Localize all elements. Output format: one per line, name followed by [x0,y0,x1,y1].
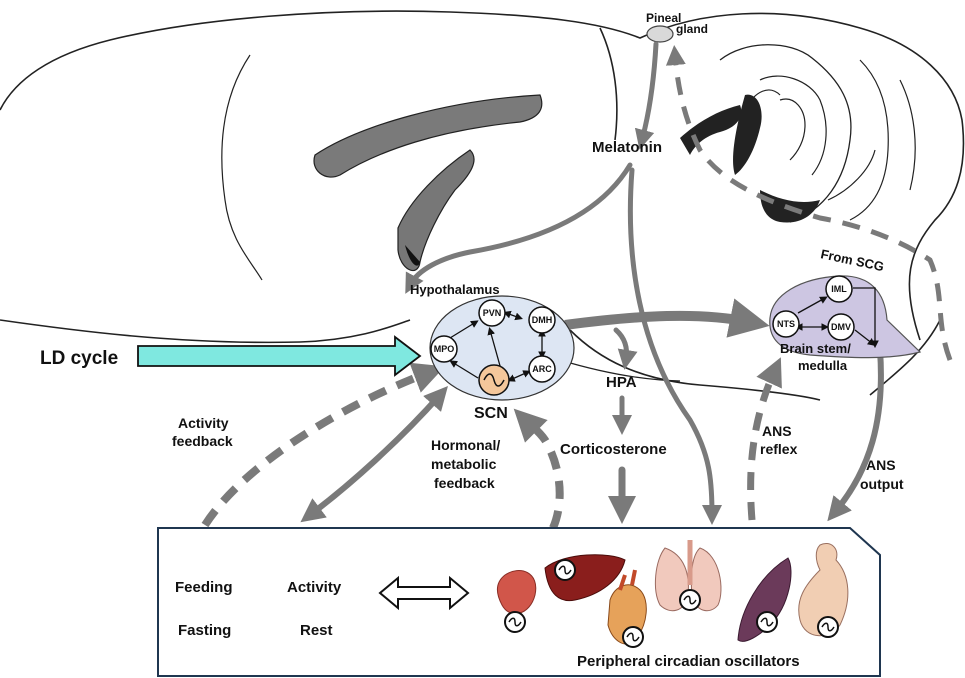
double-arrow-icon [378,575,470,611]
node-arc-icon [528,355,556,383]
node-dmh-label: DMH [532,315,553,325]
hypothalamus-label: Hypothalamus [410,282,500,297]
ans-output-label-2: output [860,476,904,492]
node-iml-label: IML [831,284,847,294]
from-scg-label: From SCG [819,246,885,274]
activity-label: Activity [287,579,342,596]
hypothalamus-to-brainstem-arrow [564,298,770,338]
pineal-gland-icon [646,25,674,43]
muscle-icon [737,557,792,642]
ans-reflex-label-1: ANS [762,423,792,439]
node-dmh-icon [528,306,556,334]
node-nts-label: NTS [777,319,795,329]
hpa-label: HPA [606,374,637,391]
brainstem-links [794,287,879,349]
ld-cycle-arrow [137,335,422,377]
activity-feedback-label-1: Activity [178,415,229,431]
scn-label: SCN [474,405,508,422]
activity-feedback-label-2: feedback [172,433,233,449]
feedback-arrows [201,45,953,530]
hormonal-label-3: feedback [434,475,495,491]
node-mpo-icon [430,335,458,363]
brain-outline [0,10,965,401]
ventricles [313,94,820,272]
ans-output-label-1: ANS [866,457,896,473]
ld-cycle-label: LD cycle [40,348,118,369]
brainstem-label-1: Brain stem/ [780,341,851,356]
node-iml-icon [825,275,853,303]
node-mpo-label: MPO [434,344,455,354]
corticosterone-label: Corticosterone [560,441,667,458]
sine-wave-icon [483,373,505,387]
hormonal-label-2: metabolic [431,456,497,472]
node-arc-label: ARC [532,364,552,374]
node-nts-icon [772,310,800,338]
pathway-arrows [300,41,884,525]
gland-label: gland [676,22,708,36]
hormonal-label-1: Hormonal/ [431,437,500,453]
labels: Pineal gland Melatonin From SCG Hypothal… [40,11,904,670]
feeding-label: Feeding [175,579,233,596]
node-pvn-icon [478,299,506,327]
ans-reflex-label-2: reflex [760,441,798,457]
melatonin-label: Melatonin [592,139,662,156]
oscillator-waves [508,565,835,642]
peripheral-oscillators-label: Peripheral circadian oscillators [577,653,800,670]
pineal-label: Pineal [646,11,681,25]
node-pvn-label: PVN [483,308,502,318]
rest-label: Rest [300,622,333,639]
lung-left-icon [654,547,689,612]
fasting-label: Fasting [178,622,231,639]
brainstem-label-2: medulla [798,358,848,373]
node-dmv-icon [827,313,855,341]
node-dmv-label: DMV [831,322,851,332]
